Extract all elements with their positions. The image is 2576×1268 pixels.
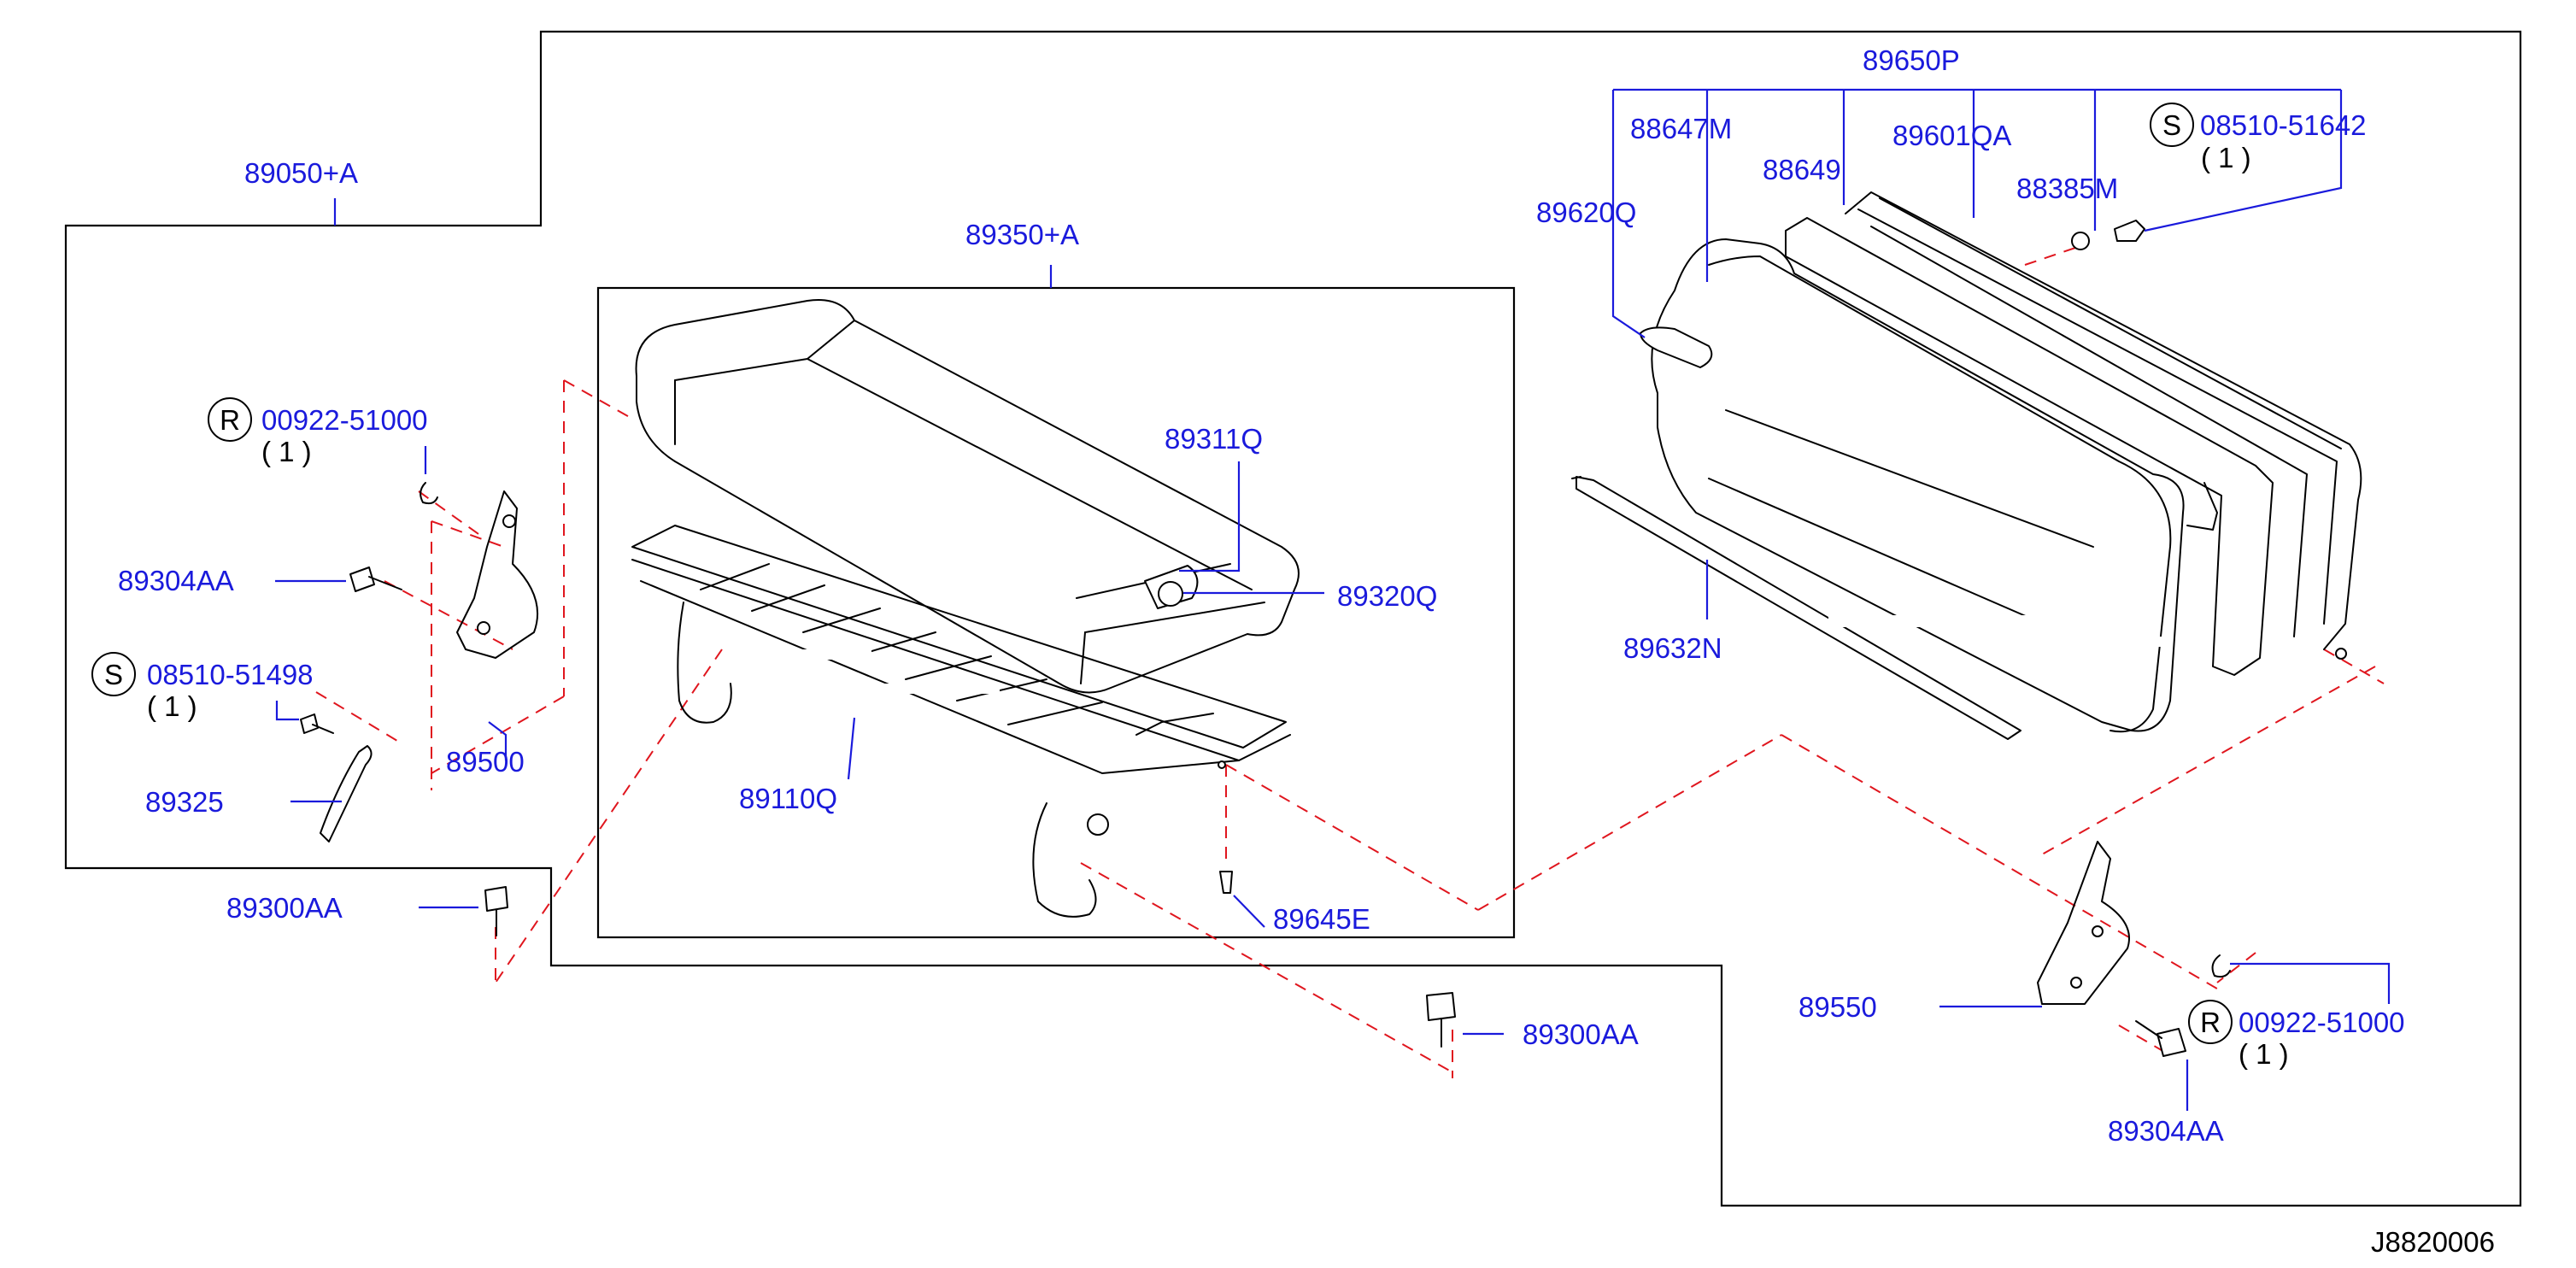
left-bolt-89300AA — [484, 886, 508, 936]
right-bracket-89550 — [2037, 841, 2130, 1005]
left-screw-08510 — [300, 713, 334, 734]
label-89645E: 89645E — [1273, 903, 1370, 935]
symbol-s-left: S — [104, 659, 123, 690]
assembly-guides — [315, 245, 2385, 1078]
label-89350A: 89350+A — [965, 219, 1079, 250]
label-08510-right: 08510-51642 — [2200, 109, 2367, 141]
right-clip-00922 — [2211, 954, 2231, 978]
group-outline-89350 — [596, 286, 1516, 939]
label-89632N: 89632N — [1623, 632, 1722, 664]
seat-cushion-89311Q — [635, 299, 1300, 694]
left-bolt-89304AA — [349, 566, 402, 592]
qty-00922-right: ( 1 ) — [2239, 1038, 2289, 1070]
qty-08510-right: ( 1 ) — [2201, 142, 2251, 173]
label-89601QA: 89601QA — [1892, 120, 2011, 151]
label-89300AA-center: 89300AA — [1523, 1019, 1639, 1050]
label-89050A: 89050+A — [244, 157, 358, 189]
label-89550: 89550 — [1799, 991, 1877, 1023]
label-88647M: 88647M — [1630, 113, 1732, 144]
left-strap-89325 — [320, 745, 373, 842]
left-bracket-89500 — [456, 490, 539, 659]
symbol-r-left-top: R — [220, 404, 240, 436]
group-outline-89050 — [64, 30, 2522, 1207]
leader-lines — [275, 88, 2391, 1111]
label-88385M: 88385M — [2016, 173, 2118, 204]
right-bolt-89304AA — [2135, 1020, 2186, 1057]
diagram-code: J8820006 — [2371, 1226, 2495, 1258]
label-00922-left: 00922-51000 — [261, 404, 428, 436]
qty-08510-left: ( 1 ) — [147, 690, 197, 722]
part-labels: 89050+A 89350+A 89650P 88647M 88649 8960… — [118, 44, 2405, 1147]
seatback-89650P — [1571, 191, 2362, 740]
qty-00922-left: ( 1 ) — [261, 436, 312, 467]
seat-hinge-89320Q — [1144, 565, 1199, 609]
center-bolt-89300AA — [1426, 992, 1456, 1048]
label-89304AA-right: 89304AA — [2108, 1115, 2224, 1147]
symbol-circles: R S S R — [91, 103, 2233, 1044]
label-08510-left: 08510-51498 — [147, 659, 314, 690]
label-89500: 89500 — [446, 746, 525, 778]
label-89320Q: 89320Q — [1337, 580, 1437, 612]
clip-89645E — [1219, 871, 1233, 894]
label-89620Q: 89620Q — [1536, 197, 1636, 228]
symbol-s-right: S — [2162, 109, 2181, 141]
label-89650P: 89650P — [1863, 44, 1960, 76]
label-89110Q: 89110Q — [739, 783, 837, 814]
label-89304AA-left: 89304AA — [118, 565, 234, 596]
label-88649: 88649 — [1763, 154, 1841, 185]
label-00922-right: 00922-51000 — [2239, 1007, 2405, 1038]
seat-frame-89110Q — [631, 525, 1291, 918]
label-89311Q: 89311Q — [1165, 423, 1263, 455]
left-clip-00922 — [420, 482, 438, 505]
label-89300AA-left: 89300AA — [226, 892, 343, 924]
label-89325: 89325 — [145, 786, 224, 818]
symbol-r-right: R — [2200, 1007, 2221, 1038]
